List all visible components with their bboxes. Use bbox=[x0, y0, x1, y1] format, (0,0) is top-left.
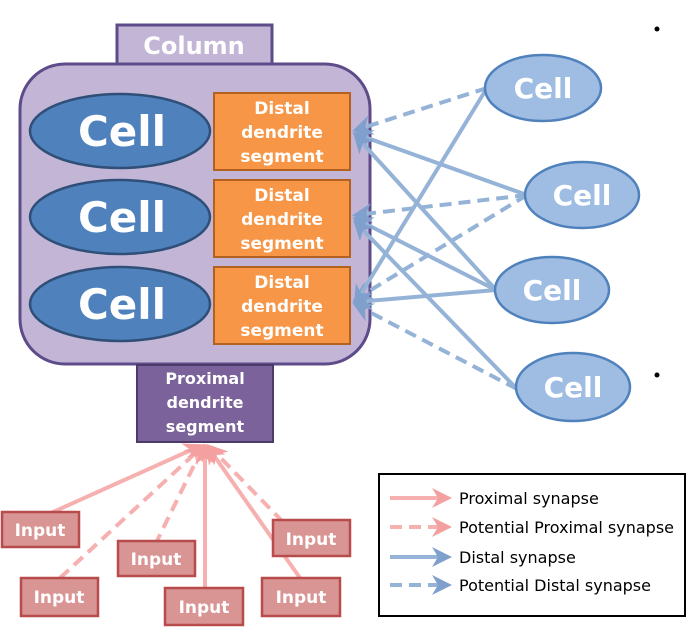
distal-segment-1 bbox=[213, 92, 351, 171]
legend: Proximal synapse Potential Proximal syna… bbox=[378, 473, 686, 617]
distal-segment-2 bbox=[213, 179, 351, 258]
input-box-3 bbox=[271, 518, 352, 558]
distal-synapse-arrow bbox=[352, 193, 529, 302]
distal-synapse-arrow bbox=[352, 217, 497, 292]
external-cell-4-label: Cell bbox=[544, 371, 603, 404]
distal-synapse-arrow bbox=[352, 193, 528, 224]
proximal-segment-line2: dendrite bbox=[166, 393, 243, 412]
external-cell-3 bbox=[493, 255, 611, 325]
proximal-segment: Proximal dendrite segment bbox=[136, 364, 274, 443]
distal-synapse-arrow bbox=[353, 133, 498, 292]
distal-segment-1-line3: segment bbox=[240, 147, 323, 167]
input-box-4 bbox=[19, 576, 100, 618]
column-cell-2-label: Cell bbox=[78, 193, 166, 242]
input-boxes: Input Input Input Input Input Input bbox=[0, 510, 352, 627]
legend-item-proximal: Proximal synapse bbox=[390, 488, 599, 508]
distal-segment-3 bbox=[213, 266, 351, 345]
distal-segment-2-line1: Distal bbox=[254, 186, 309, 206]
distal-synapse-arrows bbox=[352, 86, 529, 391]
input-box-1-label: Input bbox=[15, 521, 66, 541]
proximal-synapse-arrow bbox=[58, 444, 205, 580]
column-cell-1-label: Cell bbox=[78, 107, 166, 156]
external-cell-2 bbox=[523, 160, 641, 230]
distal-synapse-arrow bbox=[352, 86, 488, 135]
distal-synapse-arrow bbox=[352, 303, 518, 391]
input-box-3-label: Input bbox=[286, 530, 337, 550]
distal-segment-2-line2: dendrite bbox=[241, 210, 323, 230]
column-title: Column bbox=[143, 32, 245, 60]
column-cell-1 bbox=[28, 92, 212, 170]
legend-label-potential-distal: Potential Distal synapse bbox=[459, 576, 651, 595]
bullet-dot bbox=[654, 26, 660, 32]
input-box-5 bbox=[163, 586, 245, 627]
input-box-1 bbox=[0, 510, 81, 549]
bullet-dot bbox=[654, 372, 660, 378]
external-cell-1 bbox=[483, 53, 603, 123]
distal-segment-3-line1: Distal bbox=[254, 273, 309, 293]
column-cell-row-2: Cell Distal dendrite segment bbox=[28, 178, 351, 258]
distal-segment-1-line2: dendrite bbox=[241, 123, 323, 143]
external-cells: Cell Cell Cell Cell bbox=[483, 53, 641, 423]
distal-synapse-arrow bbox=[352, 288, 497, 311]
distal-segment-1-line1: Distal bbox=[254, 99, 309, 119]
external-cell-1-label: Cell bbox=[514, 72, 573, 105]
proximal-synapse-arrow bbox=[207, 444, 285, 524]
column-cell-row-1: Cell Distal dendrite segment bbox=[28, 92, 351, 171]
input-box-2-label: Input bbox=[131, 550, 182, 570]
column-title-tab: Column bbox=[115, 23, 274, 69]
input-box-2 bbox=[116, 539, 197, 578]
legend-label-distal: Distal synapse bbox=[459, 548, 576, 567]
proximal-segment-line1: Proximal bbox=[165, 369, 244, 388]
distal-segment-3-line3: segment bbox=[240, 321, 323, 341]
distal-segment-3-line2: dendrite bbox=[241, 297, 323, 317]
external-cell-3-label: Cell bbox=[523, 274, 582, 307]
legend-item-distal: Distal synapse bbox=[390, 547, 576, 567]
external-cell-2-label: Cell bbox=[553, 179, 612, 212]
column-cell-3 bbox=[28, 265, 212, 343]
external-cell-4 bbox=[514, 351, 632, 423]
proximal-segment-line3: segment bbox=[166, 417, 245, 436]
distal-synapse-arrow bbox=[353, 86, 489, 306]
distal-segment-2-line3: segment bbox=[240, 234, 323, 254]
legend-item-potential-distal: Potential Distal synapse bbox=[390, 575, 651, 595]
input-box-6-label: Input bbox=[276, 588, 327, 608]
legend-item-potential-proximal: Potential Proximal synapse bbox=[390, 517, 674, 537]
column-cell-3-label: Cell bbox=[78, 280, 166, 329]
legend-label-proximal: Proximal synapse bbox=[459, 489, 599, 508]
proximal-synapse-arrow bbox=[41, 443, 204, 519]
distal-synapse-arrow bbox=[353, 220, 519, 391]
legend-label-potential-proximal: Potential Proximal synapse bbox=[459, 518, 674, 537]
input-box-5-label: Input bbox=[179, 598, 230, 618]
proximal-synapse-arrow bbox=[205, 443, 302, 580]
column-cell-row-3: Cell Distal dendrite segment bbox=[28, 265, 351, 345]
input-box-4-label: Input bbox=[34, 588, 85, 608]
input-box-6 bbox=[260, 576, 342, 618]
column-cell-2 bbox=[28, 178, 212, 256]
